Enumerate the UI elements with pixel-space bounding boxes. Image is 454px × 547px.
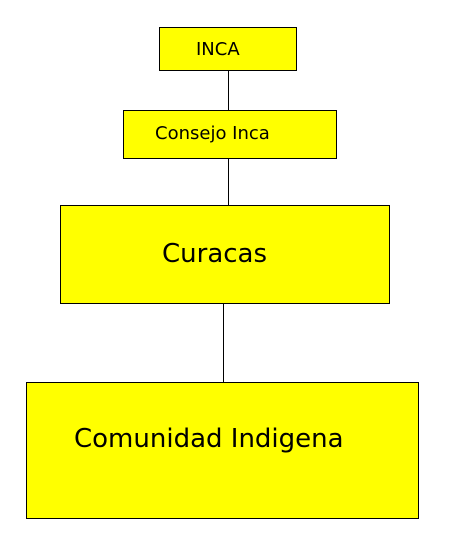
node-consejo-inca-label: Consejo Inca [155,123,270,144]
node-inca: INCA [159,27,297,71]
connector-consejo-curacas [228,159,229,205]
connector-curacas-comunidad [223,304,224,382]
node-inca-label: INCA [196,39,240,60]
node-comunidad-indigena: Comunidad Indigena [26,382,419,519]
node-curacas: Curacas [60,205,390,304]
node-comunidad-indigena-label: Comunidad Indigena [74,424,344,454]
node-curacas-label: Curacas [162,239,268,269]
node-consejo-inca: Consejo Inca [123,110,337,159]
connector-inca-consejo [228,71,229,110]
